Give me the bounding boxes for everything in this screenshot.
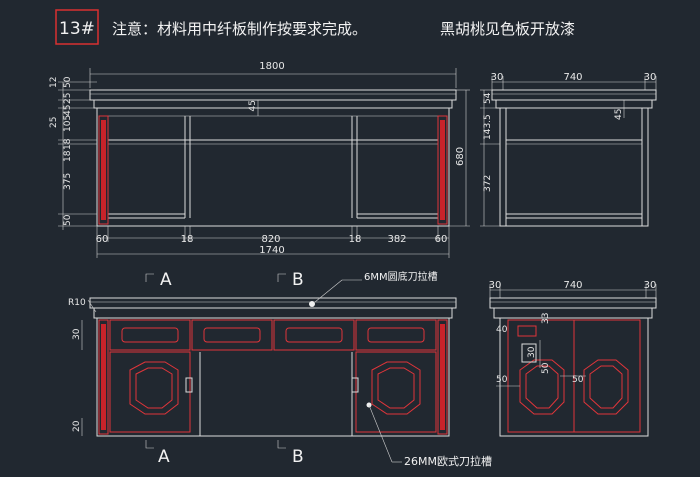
side-detail-dim-30a: 30 bbox=[489, 280, 502, 291]
dim-left-50: 50 bbox=[63, 76, 73, 88]
detail-right-leg bbox=[437, 319, 448, 435]
dim-height: 680 bbox=[455, 147, 466, 166]
side-detail-elevation: 30 740 30 40 33 30 50 50 50 bbox=[489, 280, 657, 437]
side-detail-dim-50a: 50 bbox=[496, 375, 508, 385]
front-detail-elevation: R10 6MM圆底刀拉槽 30 bbox=[68, 270, 492, 468]
drawer-front-4 bbox=[355, 319, 437, 351]
material-note: 注意：材料用中纤板制作按要求完成。 bbox=[112, 20, 367, 38]
dim-total-width: 1800 bbox=[259, 61, 284, 72]
detail-top-board bbox=[89, 297, 457, 309]
drawer-front-3 bbox=[273, 319, 355, 351]
dim-left-25b: 25 bbox=[63, 93, 73, 104]
side-detail-dim-30: 30 bbox=[527, 346, 537, 358]
dim-left-375: 375 bbox=[63, 173, 73, 190]
front-elevation: 1800 45 bbox=[49, 61, 470, 258]
section-markers: A B A B bbox=[145, 270, 304, 467]
callout-6mm: 6MM圆底刀拉槽 bbox=[364, 270, 438, 283]
dim-bottom-60a: 60 bbox=[96, 234, 109, 245]
side-top-board bbox=[491, 89, 657, 101]
desk-top-board bbox=[89, 89, 457, 101]
finish-note: 黑胡桃见色板开放漆 bbox=[440, 20, 575, 38]
section-a-top: A bbox=[160, 270, 172, 290]
desk-body bbox=[96, 107, 450, 227]
badge-frame bbox=[55, 9, 99, 45]
side-detail-dim-50b: 50 bbox=[541, 362, 551, 374]
dim-left-45: 45 bbox=[63, 105, 73, 116]
dim-inner-width: 1740 bbox=[259, 245, 284, 256]
dim-left-18: 18 bbox=[63, 138, 73, 150]
dim-left-18b: 18 bbox=[63, 150, 73, 162]
r10-label: R10 bbox=[68, 298, 86, 308]
drawer-front-1 bbox=[109, 319, 191, 351]
section-b-top: B bbox=[292, 270, 304, 290]
left-door-handle bbox=[185, 377, 193, 393]
dim-left-105: 105 bbox=[63, 115, 73, 132]
dim-bottom-18a: 18 bbox=[181, 234, 194, 245]
dim-bottom-820: 820 bbox=[261, 234, 280, 245]
detail-body bbox=[96, 317, 450, 437]
right-cabinet-door bbox=[355, 351, 437, 433]
dim-bottom-60b: 60 bbox=[435, 234, 448, 245]
callout-26mm: 26MM欧式刀拉槽 bbox=[404, 454, 492, 468]
left-leg bbox=[98, 115, 109, 225]
right-leg bbox=[437, 115, 448, 225]
badge-number: 13# bbox=[59, 19, 95, 39]
side-body bbox=[499, 107, 649, 227]
side-detail-dim-740: 740 bbox=[563, 280, 582, 291]
detail-left-leg bbox=[98, 319, 109, 435]
side-dim-45: 45 bbox=[614, 109, 624, 120]
dim-bottom-382: 382 bbox=[387, 234, 406, 245]
side-dim-30a: 30 bbox=[491, 72, 504, 83]
side-dim-143: 143.5 bbox=[483, 114, 493, 140]
detail-dim-30: 30 bbox=[72, 328, 82, 340]
dim-top-inner: 45 bbox=[248, 100, 258, 111]
side-detail-dim-33: 33 bbox=[541, 313, 551, 324]
dim-left-12: 12 bbox=[49, 77, 59, 88]
side-dim-54: 54 bbox=[483, 92, 493, 104]
side-detail-dim-40: 40 bbox=[496, 325, 508, 335]
dim-bottom-18b: 18 bbox=[349, 234, 362, 245]
side-detail-dim-50c: 50 bbox=[572, 375, 584, 385]
side-dim-372: 372 bbox=[483, 175, 493, 192]
side-detail-top bbox=[489, 297, 657, 309]
side-elevation: 30 740 30 45 54 143.5 372 bbox=[480, 72, 657, 227]
detail-dim-20: 20 bbox=[72, 420, 82, 432]
section-b-bottom: B bbox=[292, 447, 304, 467]
dim-left-50b: 50 bbox=[63, 214, 73, 226]
section-a-bottom: A bbox=[158, 447, 170, 467]
right-door-handle bbox=[351, 377, 359, 393]
drawer-front-2 bbox=[191, 319, 273, 351]
side-dim-740: 740 bbox=[563, 72, 582, 83]
side-detail-body bbox=[499, 317, 649, 437]
groove-marker bbox=[309, 301, 315, 307]
side-detail-dim-30b: 30 bbox=[644, 280, 657, 291]
dim-left-25: 25 bbox=[49, 117, 59, 128]
side-dim-30b: 30 bbox=[644, 72, 657, 83]
